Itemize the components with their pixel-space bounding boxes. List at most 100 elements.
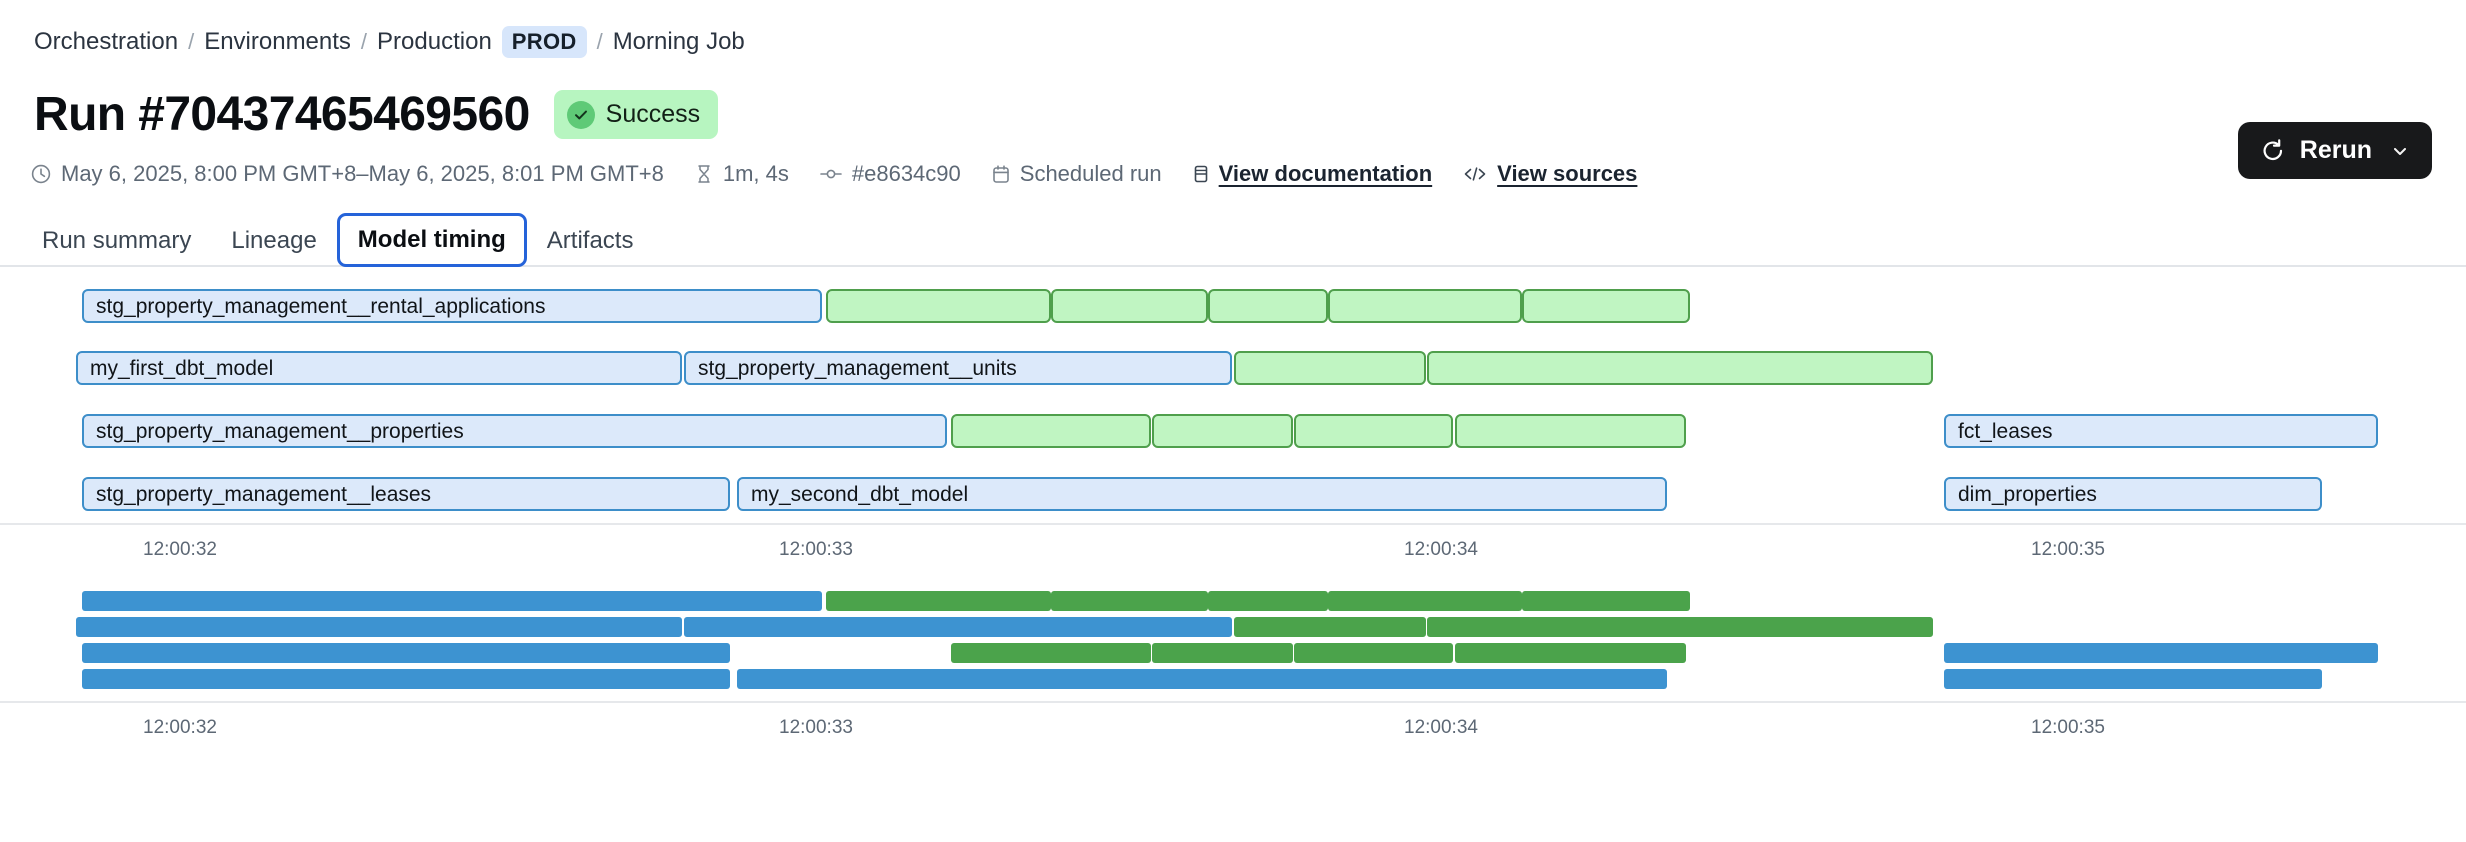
gantt-bar-segment[interactable] xyxy=(951,414,1151,448)
tab-artifacts[interactable]: Artifacts xyxy=(546,227,634,254)
tab-bar: Run summary Lineage Model timing Artifac… xyxy=(0,187,2466,267)
gantt-bar-segment[interactable] xyxy=(1455,643,1686,663)
document-icon xyxy=(1192,163,1210,185)
meta-view-documentation[interactable]: View documentation xyxy=(1192,161,1433,187)
clock-icon xyxy=(30,163,52,185)
gantt-chart-detailed[interactable]: stg_property_management__rental_applicat… xyxy=(0,289,2466,569)
breadcrumb-separator: / xyxy=(360,29,368,54)
gantt-bar-label: stg_property_management__units xyxy=(698,356,1017,380)
meta-duration-range: May 6, 2025, 8:00 PM GMT+8–May 6, 2025, … xyxy=(30,161,664,187)
axis-tick-label: 12:00:35 xyxy=(2031,717,2105,738)
breadcrumb-separator: / xyxy=(188,29,195,54)
breadcrumb: Orchestration / Environments / Productio… xyxy=(0,0,2466,58)
gantt-bar-segment[interactable] xyxy=(1522,591,1690,611)
run-metadata: May 6, 2025, 8:00 PM GMT+8–May 6, 2025, … xyxy=(0,139,2466,187)
meta-trigger: Scheduled run xyxy=(991,161,1162,187)
page-title: Run #70437465469560 xyxy=(34,87,530,141)
axis-tick-label: 12:00:35 xyxy=(2031,539,2105,560)
gantt-bar-label: stg_property_management__properties xyxy=(96,419,464,443)
gantt-bar-segment[interactable] xyxy=(82,591,822,611)
meta-duration-range-label: May 6, 2025, 8:00 PM GMT+8–May 6, 2025, … xyxy=(61,161,664,186)
gantt-bar-label: my_first_dbt_model xyxy=(90,356,274,380)
code-icon xyxy=(1462,163,1488,185)
gantt-bar-segment[interactable] xyxy=(1944,669,2322,689)
gantt-bar-segment[interactable] xyxy=(82,669,730,689)
gantt-bar-segment[interactable] xyxy=(1051,591,1208,611)
gantt-time-axis: 12:00:32 12:00:33 12:00:34 12:00:35 xyxy=(0,523,2466,569)
gantt-bar-segment[interactable] xyxy=(1427,351,1933,385)
gantt-bar-segment[interactable] xyxy=(1294,643,1453,663)
axis-tick-label: 12:00:34 xyxy=(1404,539,1478,560)
rerun-button-label: Rerun xyxy=(2299,136,2372,164)
gantt-bar-stg-property-management--leases[interactable]: stg_property_management__leases xyxy=(82,477,730,511)
meta-view-sources[interactable]: View sources xyxy=(1462,161,1637,187)
gantt-bar-stg-property-management--rental-applications[interactable]: stg_property_management__rental_applicat… xyxy=(82,289,822,323)
tab-lineage[interactable]: Lineage xyxy=(231,227,317,254)
gantt-time-axis: 12:00:32 12:00:33 12:00:34 12:00:35 xyxy=(0,701,2466,747)
meta-view-sources-label[interactable]: View sources xyxy=(1497,161,1638,186)
gantt-bar-label: my_second_dbt_model xyxy=(751,482,969,506)
gantt-bar-fct-leases[interactable]: fct_leases xyxy=(1944,414,2378,448)
gantt-bar-segment[interactable] xyxy=(1208,289,1328,323)
breadcrumb-item-morning-job[interactable]: Morning Job xyxy=(612,28,745,55)
breadcrumb-item-production[interactable]: Production xyxy=(377,28,492,55)
breadcrumb-separator: / xyxy=(596,29,603,54)
breadcrumb-badge-prod: PROD xyxy=(501,26,587,58)
status-badge: Success xyxy=(553,90,719,139)
rerun-button[interactable]: Rerun xyxy=(2237,122,2432,179)
axis-tick-label: 12:00:34 xyxy=(1404,717,1478,738)
gantt-bar-label: stg_property_management__leases xyxy=(96,482,432,506)
tab-bar-underline xyxy=(0,265,2466,267)
gantt-bar-label: fct_leases xyxy=(1958,419,2053,443)
axis-tick-label: 12:00:33 xyxy=(779,539,853,560)
gantt-bar-segment[interactable] xyxy=(1152,414,1293,448)
breadcrumb-item-environments[interactable]: Environments xyxy=(204,28,351,55)
gantt-bar-stg-property-management--properties[interactable]: stg_property_management__properties xyxy=(82,414,947,448)
gantt-bar-segment[interactable] xyxy=(76,617,682,637)
gantt-bar-label: dim_properties xyxy=(1958,482,2097,506)
gantt-bar-segment[interactable] xyxy=(826,591,1051,611)
gantt-bar-segment[interactable] xyxy=(1427,617,1933,637)
gantt-bar-segment[interactable] xyxy=(737,669,1667,689)
gantt-chart-compact[interactable]: 12:00:32 12:00:33 12:00:34 12:00:35 xyxy=(0,591,2466,747)
gantt-bar-dim-properties[interactable]: dim_properties xyxy=(1944,477,2322,511)
commit-icon xyxy=(819,163,843,185)
gantt-bar-my-first-dbt-model[interactable]: my_first_dbt_model xyxy=(76,351,682,385)
gantt-bar-segment[interactable] xyxy=(684,617,1232,637)
gantt-bar-segment[interactable] xyxy=(1234,617,1426,637)
tab-run-summary[interactable]: Run summary xyxy=(42,227,192,254)
meta-elapsed-label: 1m, 4s xyxy=(722,161,789,186)
gantt-bar-my-second-dbt-model[interactable]: my_second_dbt_model xyxy=(737,477,1667,511)
tab-model-timing[interactable]: Model timing xyxy=(336,213,527,267)
chevron-down-icon[interactable] xyxy=(2390,141,2410,161)
gantt-bar-segment[interactable] xyxy=(82,643,730,663)
axis-tick-label: 12:00:33 xyxy=(779,717,853,738)
title-row: Run #70437465469560 Success xyxy=(0,58,2466,139)
model-timing-charts: stg_property_management__rental_applicat… xyxy=(0,289,2466,747)
axis-tick-label: 12:00:32 xyxy=(143,539,217,560)
meta-commit-label: #e8634c90 xyxy=(851,161,961,186)
status-badge-label: Success xyxy=(605,100,701,128)
meta-commit: #e8634c90 xyxy=(819,161,961,187)
gantt-bar-segment[interactable] xyxy=(1152,643,1293,663)
axis-tick-label: 12:00:32 xyxy=(143,717,217,738)
gantt-bar-segment[interactable] xyxy=(1944,643,2378,663)
gantt-bar-segment[interactable] xyxy=(951,643,1151,663)
rerun-icon xyxy=(2260,138,2286,164)
gantt-bar-label: stg_property_management__rental_applicat… xyxy=(96,294,546,318)
gantt-bar-segment[interactable] xyxy=(1522,289,1690,323)
gantt-bar-stg-property-management--units[interactable]: stg_property_management__units xyxy=(684,351,1232,385)
gantt-bar-segment[interactable] xyxy=(826,289,1051,323)
gantt-bar-segment[interactable] xyxy=(1208,591,1328,611)
hourglass-icon xyxy=(694,163,714,185)
gantt-bar-segment[interactable] xyxy=(1234,351,1426,385)
gantt-bar-segment[interactable] xyxy=(1294,414,1453,448)
gantt-bar-segment[interactable] xyxy=(1051,289,1208,323)
gantt-rows: stg_property_management__rental_applicat… xyxy=(0,289,2466,523)
gantt-bar-segment[interactable] xyxy=(1455,414,1686,448)
calendar-icon xyxy=(991,163,1011,185)
gantt-bar-segment[interactable] xyxy=(1328,591,1522,611)
breadcrumb-item-orchestration[interactable]: Orchestration xyxy=(34,28,179,55)
gantt-bar-segment[interactable] xyxy=(1328,289,1522,323)
meta-view-documentation-label[interactable]: View documentation xyxy=(1218,161,1433,186)
